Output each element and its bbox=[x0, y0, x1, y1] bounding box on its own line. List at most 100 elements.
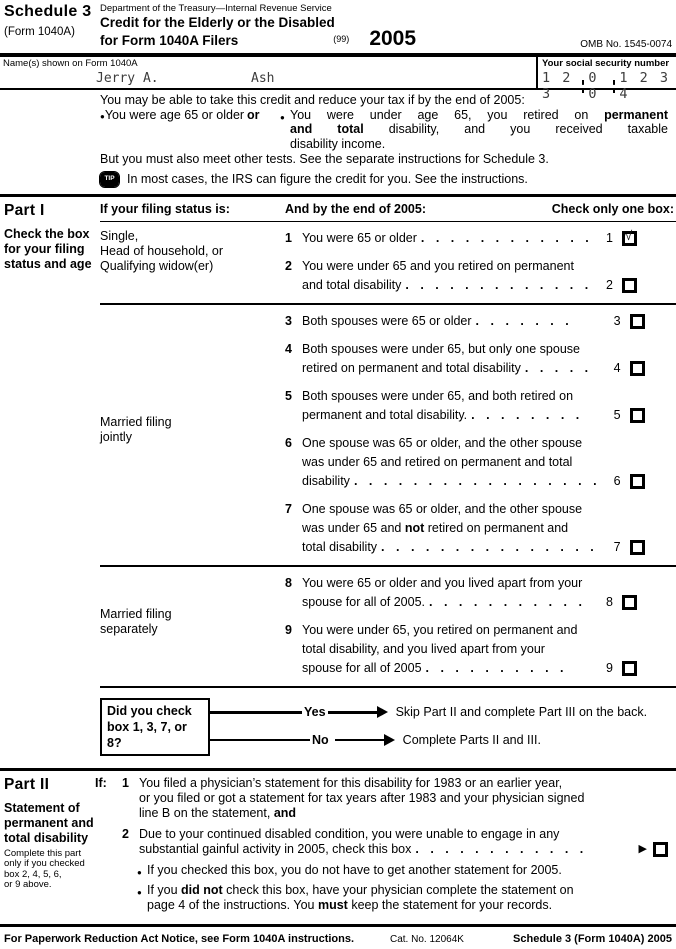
flow-no-text: Complete Parts II and III. bbox=[402, 733, 541, 747]
line-number: 5 bbox=[285, 388, 292, 403]
ssn-part1: 1 2 3 bbox=[542, 70, 573, 102]
line-text: Due to your continued disabled condition… bbox=[139, 826, 560, 841]
part2-note: Complete this part only if you checked b… bbox=[4, 848, 96, 891]
checkbox-part2[interactable] bbox=[653, 841, 668, 857]
line-text: disability bbox=[302, 473, 350, 488]
form-header: Schedule 3 (Form 1040A) Department of th… bbox=[0, 0, 676, 57]
paperwork-notice: For Paperwork Reduction Act Notice, see … bbox=[4, 932, 355, 945]
section-divider bbox=[0, 767, 676, 771]
agency-line: Department of the Treasury—Internal Reve… bbox=[100, 3, 332, 14]
flow-question-line: box 1, 3, 7, or bbox=[107, 719, 187, 734]
intro-lead: You may be able to take this credit and … bbox=[100, 93, 525, 107]
ssn-box: Your social security number 1 2 3 0 0 1 … bbox=[536, 57, 676, 102]
group-label-separate: Married filing separately bbox=[100, 607, 285, 647]
form-title-block: Department of the Treasury—Internal Reve… bbox=[100, 3, 568, 53]
bullet-icon: ● bbox=[137, 887, 142, 897]
form-id-block: Schedule 3 (Form 1040A) bbox=[4, 3, 100, 53]
tax-year: 2005 bbox=[369, 27, 417, 50]
filing-group-separate: Married filing separately 8 You were 65 … bbox=[100, 567, 676, 686]
checkbox-2[interactable] bbox=[622, 277, 637, 293]
part2-section: Part II Statement of permanent and total… bbox=[0, 771, 676, 924]
flow-yes-label: Yes bbox=[304, 705, 326, 719]
intro-option-right: ● You were under age 65, you retired on … bbox=[280, 108, 668, 152]
part1-description: Check the box for your filing status and… bbox=[4, 226, 92, 271]
line-text: was under 65 and not retired on permanen… bbox=[302, 520, 569, 535]
col-header-end-of-2005: And by the end of 2005: bbox=[285, 201, 426, 216]
line-ref: 8 bbox=[606, 594, 613, 609]
line-ref: 4 bbox=[613, 360, 621, 375]
arrow-right-icon bbox=[327, 710, 378, 714]
line-text: Both spouses were under 65, and both ret… bbox=[302, 388, 574, 403]
ssn-field[interactable]: 1 2 3 0 0 1 2 3 4 bbox=[542, 70, 673, 102]
checkbox-9[interactable] bbox=[622, 660, 637, 676]
bullet-icon: ● bbox=[100, 111, 105, 121]
line-text: or you filed or got a statement for tax … bbox=[139, 790, 585, 805]
part2-statement-1: 1 You filed a physician’s statement for … bbox=[122, 776, 668, 821]
line-number: 4 bbox=[285, 341, 292, 356]
option-right-bold2: and total bbox=[290, 122, 364, 136]
checkbox-1[interactable]: √ bbox=[622, 228, 637, 246]
checkbox-8[interactable] bbox=[622, 594, 637, 610]
flow-line bbox=[210, 739, 310, 741]
line-text: You were 65 or older and you lived apart… bbox=[302, 575, 583, 590]
intro-block: You may be able to take this credit and … bbox=[0, 90, 676, 194]
line-item-6: 6 One spouse was 65 or older, and the ot… bbox=[285, 434, 676, 491]
checkbox-4[interactable] bbox=[629, 360, 645, 376]
group-label-line: Single, bbox=[100, 228, 139, 243]
catalog-number: Cat. No. 12064K bbox=[390, 933, 464, 945]
tip-text: In most cases, the IRS can figure the cr… bbox=[127, 171, 528, 186]
line-item-9: 9 You were under 65, you retired on perm… bbox=[285, 621, 676, 678]
line-ref: 1 bbox=[606, 230, 613, 245]
group-label-single: Single, Head of household, or Qualifying… bbox=[100, 229, 285, 297]
dot-leader: . . . . . bbox=[524, 360, 593, 375]
line-text: spouse for all of 2005 bbox=[302, 660, 422, 675]
ssn-separator bbox=[613, 79, 616, 93]
check-mark: √ bbox=[625, 227, 633, 243]
checkbox-7[interactable] bbox=[629, 539, 645, 555]
dot-leader: . . . . . . . . . . . . . . . . . bbox=[353, 473, 601, 488]
flow-no-branch: No Complete Parts II and III. bbox=[210, 731, 676, 750]
line-item-5: 5 Both spouses were under 65, and both r… bbox=[285, 387, 676, 425]
ssn-separator bbox=[582, 79, 585, 93]
section-divider bbox=[0, 193, 676, 197]
flow-no-label: No bbox=[312, 733, 329, 747]
group-label-line: Head of household, or bbox=[100, 243, 224, 258]
note-line: box 2, 4, 5, 6, bbox=[4, 868, 62, 880]
group-label-line: Married filing bbox=[100, 415, 172, 429]
line-text: spouse for all of 2005. bbox=[302, 594, 425, 609]
line-ref: 3 bbox=[613, 313, 621, 328]
line-text: You were under 65, you retired on perman… bbox=[302, 622, 578, 637]
line-ref: 7 bbox=[613, 539, 621, 554]
line-number: 7 bbox=[285, 501, 292, 516]
irs-code: (99) bbox=[333, 34, 350, 44]
part2-bullet-2: ● If you did not check this box, have yo… bbox=[137, 883, 668, 913]
line-text: One spouse was 65 or older, and the othe… bbox=[302, 435, 583, 450]
last-name-field[interactable]: Ash bbox=[251, 71, 275, 86]
dot-leader: . . . . . . . bbox=[475, 313, 573, 328]
did-you-check-flowchart: Did you check box 1, 3, 7, or 8? Yes Ski… bbox=[100, 697, 676, 759]
line-number: 2 bbox=[122, 826, 129, 841]
line-number: 9 bbox=[285, 622, 292, 637]
group-divider bbox=[100, 564, 676, 567]
part1-section: Part I Check the box for your filing sta… bbox=[0, 197, 676, 759]
line-item-2: 2 You were under 65 and you retired on p… bbox=[285, 257, 676, 295]
line-text: One spouse was 65 or older, and the othe… bbox=[302, 501, 583, 516]
name-ssn-row: Name(s) shown on Form 1040A Jerry A. Ash… bbox=[0, 57, 676, 102]
checkbox-6[interactable] bbox=[629, 473, 645, 489]
checkbox-3[interactable] bbox=[629, 313, 645, 329]
line-ref: 5 bbox=[613, 407, 621, 422]
first-name-field[interactable]: Jerry A. bbox=[96, 71, 159, 86]
checkbox-5[interactable] bbox=[629, 407, 645, 423]
line-text: and total disability bbox=[302, 277, 402, 292]
intro-or: or bbox=[247, 107, 260, 122]
line-text: Both spouses were under 65, but only one… bbox=[302, 341, 580, 356]
group-label-line: Married filing bbox=[100, 606, 172, 621]
ssn-label: Your social security number bbox=[542, 58, 670, 69]
option-right-line1: You were under age 65, you retired on bbox=[290, 107, 605, 122]
name-label: Name(s) shown on Form 1040A bbox=[3, 58, 138, 69]
note-line: or 9 above. bbox=[4, 879, 52, 890]
group-divider bbox=[100, 685, 676, 688]
line-number: 8 bbox=[285, 575, 292, 590]
line-text: permanent and total disability. bbox=[302, 407, 468, 422]
